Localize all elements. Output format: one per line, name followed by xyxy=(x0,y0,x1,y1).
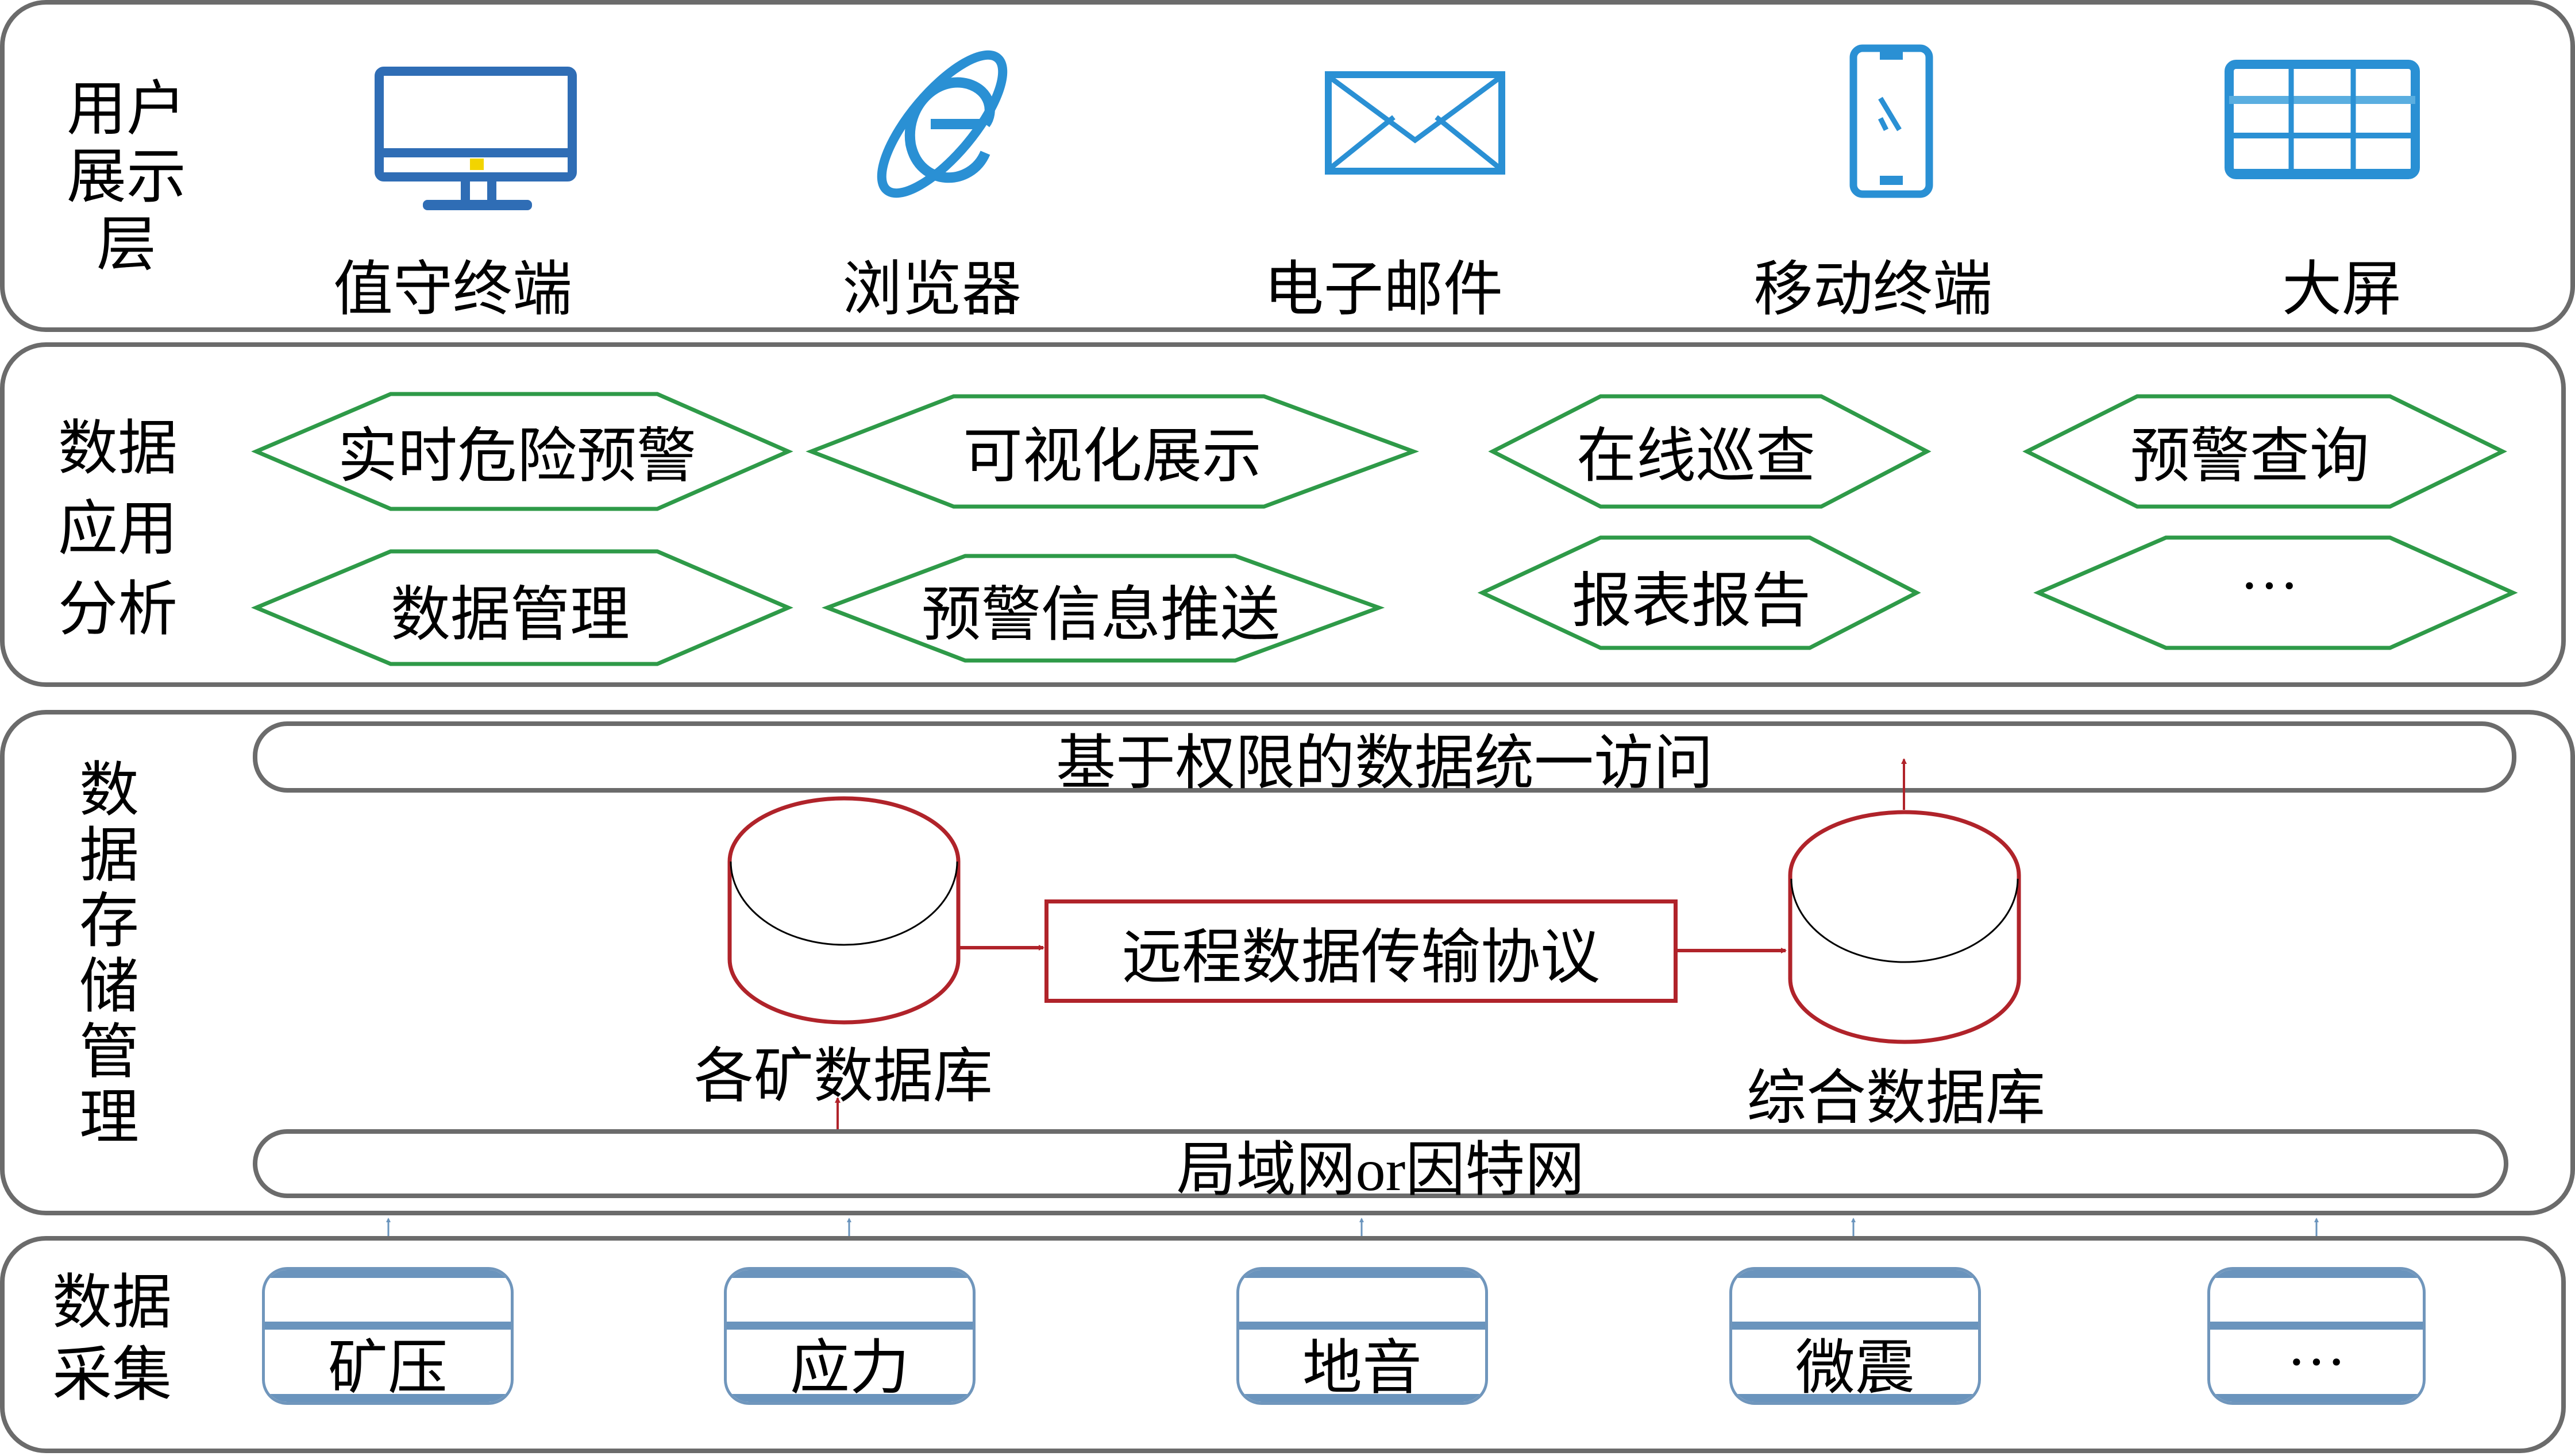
mine-database-icon xyxy=(727,796,961,1025)
function-label: 数据管理 xyxy=(390,582,630,648)
layer-user-presentation xyxy=(0,0,2575,332)
big-screen-grid-icon xyxy=(2225,60,2420,179)
label-line: 据 xyxy=(79,823,139,889)
sensor-label: 应力 xyxy=(789,1335,909,1401)
label-line: 分析 xyxy=(57,577,178,643)
central-database-label: 综合数据库 xyxy=(1746,1065,2046,1131)
hexagon-online-patrol xyxy=(1488,394,1932,509)
label-line: 数 xyxy=(79,758,139,824)
terminal-label: 移动终端 xyxy=(1753,257,1993,323)
sensor-stress: 应力 xyxy=(724,1267,976,1405)
label-line: 理 xyxy=(79,1085,139,1151)
sensor-label: 地音 xyxy=(1302,1335,1422,1401)
layer-label-presentation: 用户 展示层 xyxy=(40,76,213,279)
label-line: 展示层 xyxy=(66,144,186,278)
terminal-label: 大屏 xyxy=(2281,257,2402,323)
layer-label-storage: 数 据 存 储 管 理 xyxy=(75,758,144,1151)
layer-label-collection: 数据 采集 xyxy=(40,1267,184,1412)
label-line: 用户 xyxy=(66,76,186,142)
central-database-icon xyxy=(1788,810,2021,1044)
unified-access-bar: 基于权限的数据统一访问 xyxy=(253,721,2516,797)
sensor-mine-pressure: 矿压 xyxy=(262,1267,514,1405)
desktop-monitor-icon xyxy=(375,67,577,210)
hexagon-warning-push xyxy=(822,554,1385,663)
transfer-protocol-box: 远程数据传输协议 xyxy=(1044,899,1678,1003)
hexagon-visualization xyxy=(805,394,1420,509)
function-label: 可视化展示 xyxy=(962,423,1262,490)
sensor-more: ··· xyxy=(2207,1267,2426,1405)
function-label: 预警信息推送 xyxy=(921,582,1281,648)
function-label: 报表报告 xyxy=(1571,568,1811,635)
terminal-label: 值守终端 xyxy=(333,257,573,323)
hexagon-reports xyxy=(1477,535,1921,650)
label-line: 储 xyxy=(79,954,139,1020)
label-line: 数据 xyxy=(57,416,178,482)
sensor-label: 微震 xyxy=(1795,1335,1915,1401)
label-line: 管 xyxy=(79,1019,139,1086)
email-envelope-icon xyxy=(1325,71,1505,175)
label-line: 数据 xyxy=(52,1270,172,1336)
layer-label-application: 数据 应用 分析 xyxy=(46,409,190,650)
sensor-microseismic: 微震 xyxy=(1729,1267,1981,1405)
hexagon-data-management xyxy=(250,549,793,666)
function-label: 预警查询 xyxy=(2130,423,2370,490)
hexagon-warning-query xyxy=(2022,394,2507,509)
layer-data-application xyxy=(0,342,2566,687)
terminal-label: 电子邮件 xyxy=(1263,257,1504,323)
terminal-label: 浏览器 xyxy=(842,257,1022,323)
sensor-label: 矿压 xyxy=(327,1335,448,1401)
sensor-label: ··· xyxy=(2287,1328,2346,1395)
hexagon-realtime-warning xyxy=(251,392,793,511)
function-label: 实时危险预警 xyxy=(337,423,697,490)
hexagon-more xyxy=(2033,535,2518,650)
label-line: 采集 xyxy=(52,1342,172,1408)
browser-ie-icon xyxy=(877,50,1008,198)
label-line: 应用 xyxy=(57,496,178,562)
function-label: 在线巡查 xyxy=(1576,423,1816,490)
sensor-acoustic: 地音 xyxy=(1236,1267,1488,1405)
mine-database-label: 各矿数据库 xyxy=(693,1044,993,1110)
mobile-phone-icon xyxy=(1849,44,1933,198)
function-label: ··· xyxy=(2239,553,2299,619)
label-line: 存 xyxy=(79,889,139,955)
network-bar: 局域网or因特网 xyxy=(253,1129,2508,1203)
